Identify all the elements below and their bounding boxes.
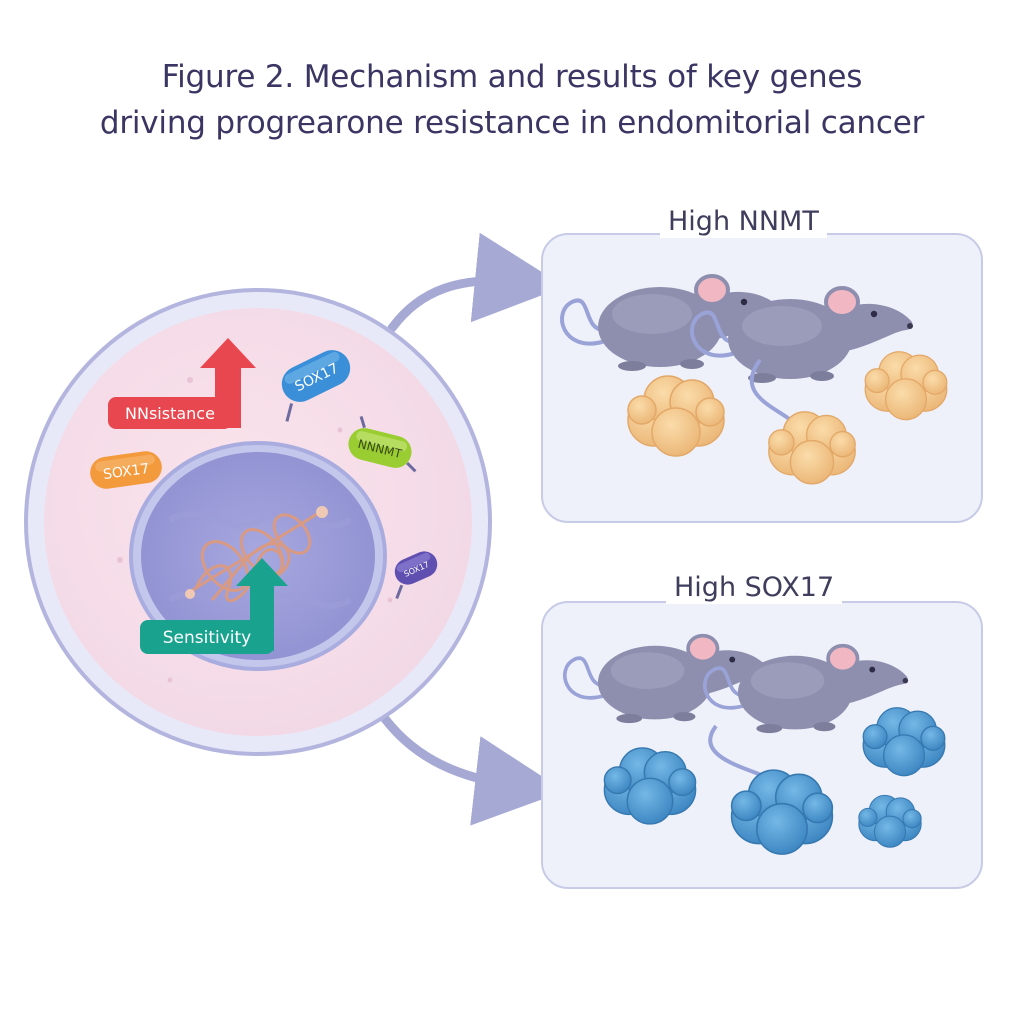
resistance-arrow-icon (200, 338, 256, 428)
capsule-nnnmt-green: NNNMT (348, 416, 417, 473)
arrow-to-high-nnmt (387, 232, 565, 333)
capsule-sox17-orange: SOX17 (90, 451, 162, 489)
sensitivity-label-box (140, 620, 274, 654)
panel-label-high-nnmt: High NNMT (660, 206, 827, 238)
figure-title-line-1: Figure 2. Mechanism and results of key g… (161, 59, 863, 95)
chromosome-icon (189, 510, 321, 603)
capsule-label: SOX17 (102, 461, 150, 483)
panel-high-nnmt (541, 233, 983, 523)
resistance-label: NNsistance (125, 404, 215, 423)
sensitivity-label: Sensitivity (163, 628, 252, 648)
panel-high-sox17 (541, 601, 983, 889)
panel-label-high-sox17: High SOX17 (666, 572, 843, 604)
arrow-to-high-sox17 (375, 707, 565, 826)
figure-title-line-2: driving progrearone resistance in endomi… (99, 105, 925, 141)
figure-title: Figure 2. Mechanism and results of key g… (0, 54, 1024, 146)
nucleus (141, 452, 375, 660)
sensitivity-arrow-icon (236, 558, 288, 652)
resistance-label-box (108, 397, 232, 429)
cell: NNsistance Sensitivity SOX17 SOX17 NNNMT (24, 288, 492, 756)
capsule-sox17-purple: SOX17 (394, 551, 438, 600)
